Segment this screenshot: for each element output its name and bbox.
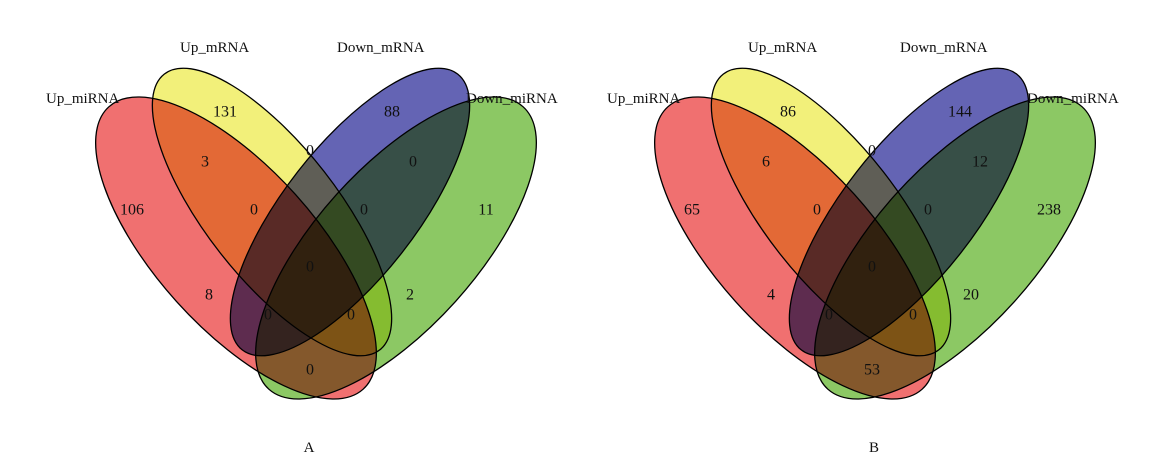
ellipse-down-mrna [788,67,1030,357]
count-abd: 0 [909,307,917,324]
label-up-mirna-a: Up_miRNA [46,91,120,107]
count-a-only: 106 [120,202,144,219]
venn-panel-b [654,67,1096,400]
count-ab: 3 [201,154,209,171]
count-abd: 0 [347,307,355,324]
count-d-only: 11 [478,202,493,219]
set-down-mrna-a [229,67,471,357]
count-d-only: 238 [1037,202,1061,219]
set-down-mrna-b [788,67,1030,357]
count-abc: 0 [250,202,258,219]
count-ac: 4 [767,287,775,304]
count-b-only: 86 [780,104,796,121]
panel-letter-b: B [869,440,879,456]
count-bd: 2 [406,287,414,304]
count-cd: 0 [409,154,417,171]
count-acd: 0 [825,307,833,324]
label-up-mirna-b: Up_miRNA [607,91,681,107]
label-down-mrna-a: Down_mRNA [337,40,425,56]
count-ad: 0 [306,362,314,379]
ellipse-down-mrna [229,67,471,357]
count-bcd: 0 [360,202,368,219]
count-c-only: 88 [384,104,400,121]
label-down-mrna-b: Down_mRNA [900,40,988,56]
panel-letter-a: A [304,440,315,456]
count-acd: 0 [264,307,272,324]
label-up-mrna-a: Up_mRNA [180,40,249,56]
count-bc: 0 [868,143,876,160]
count-abc: 0 [813,202,821,219]
count-bcd: 0 [924,202,932,219]
count-b-only: 131 [213,104,237,121]
count-abcd: 0 [868,259,876,276]
count-bc: 0 [306,143,314,160]
count-ab: 6 [762,154,770,171]
count-bd: 20 [963,287,979,304]
label-up-mrna-b: Up_mRNA [748,40,817,56]
venn-panel-a [95,67,537,400]
count-c-only: 144 [948,104,972,121]
count-abcd: 0 [306,259,314,276]
count-a-only: 65 [684,202,700,219]
count-ad: 53 [864,362,880,379]
label-down-mirna-b: Down_miRNA [1027,91,1119,107]
label-down-mirna-a: Down_miRNA [466,91,558,107]
count-cd: 12 [972,154,988,171]
count-ac: 8 [205,287,213,304]
